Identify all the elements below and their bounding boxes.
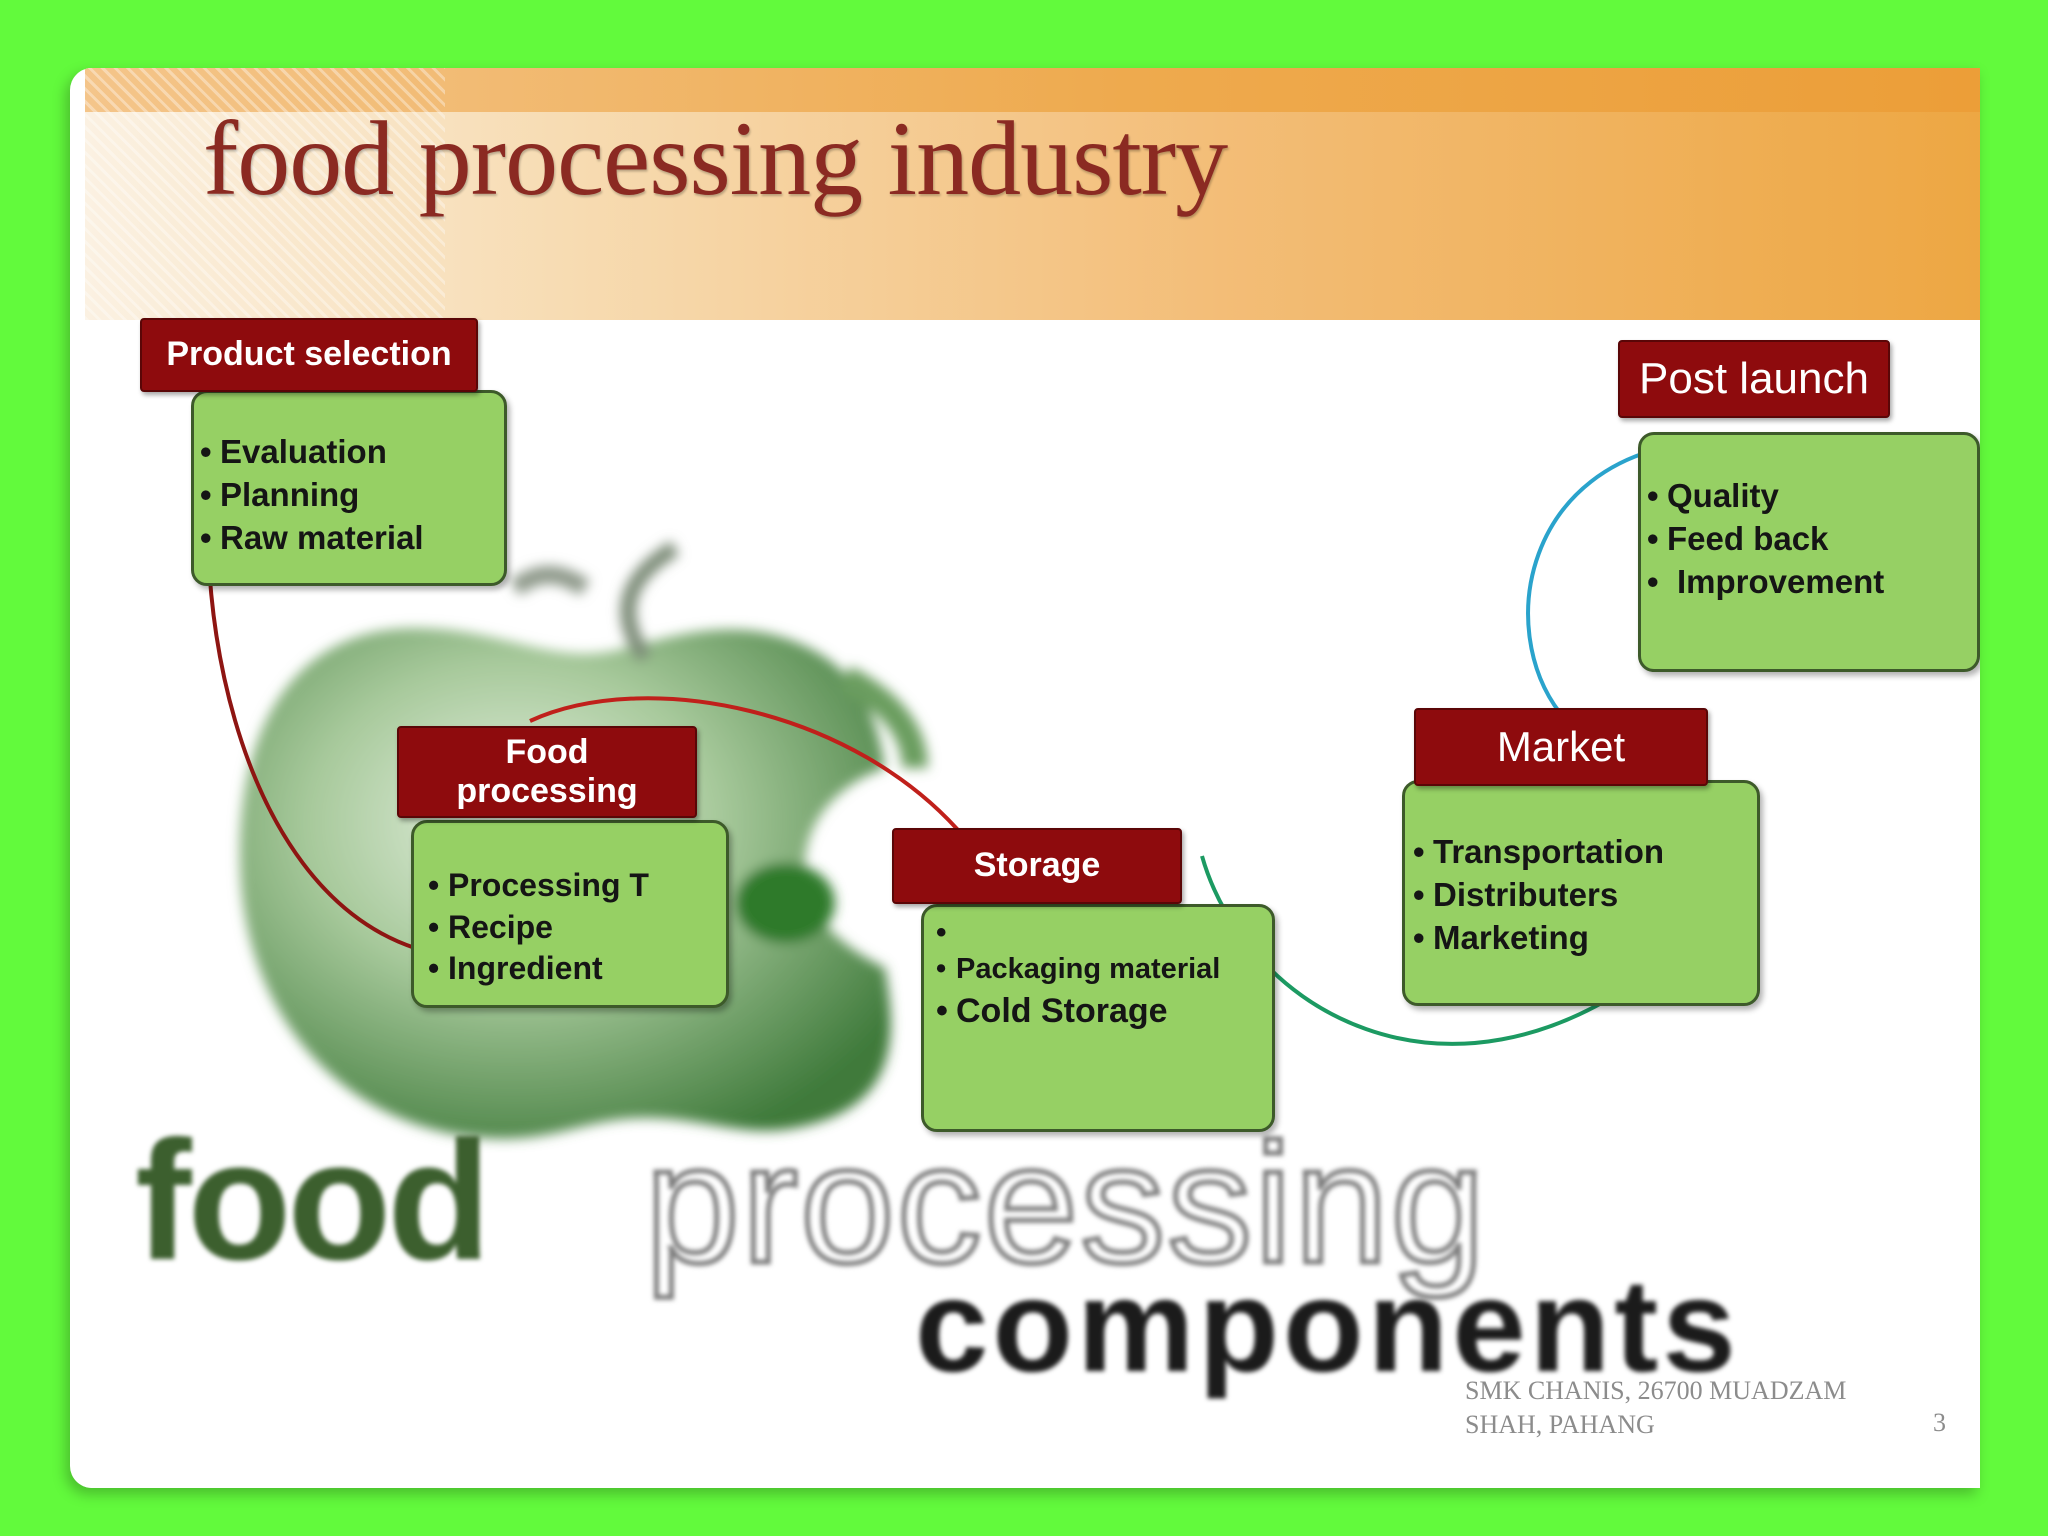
slide-title: food processing industry (203, 100, 1228, 217)
list-item (932, 913, 1272, 952)
list-item: Feed back (1643, 518, 1977, 561)
page-number: 3 (1933, 1408, 1946, 1437)
arc-food-to-storage (529, 696, 967, 840)
list-item: Quality (1643, 475, 1977, 518)
list-item: Improvement (1643, 561, 1977, 604)
market-box: Transportation Distributers Marketing (1402, 780, 1760, 1006)
list-item: Processing T (424, 865, 726, 907)
arc-market-to-postlaunch (1526, 441, 1691, 715)
storage-box: Packaging material Cold Storage (921, 904, 1275, 1132)
food-processing-box: Processing T Recipe Ingredient (411, 820, 729, 1008)
list-item: Marketing (1409, 917, 1757, 960)
list-item: Distributers (1409, 874, 1757, 917)
food-processing-label: Food processing (397, 726, 697, 818)
list-item: Ingredient (424, 948, 726, 990)
list-item: Cold Storage (932, 989, 1272, 1033)
list-item: Evaluation (196, 431, 504, 474)
list-item: Planning (196, 474, 504, 517)
storage-label: Storage (892, 828, 1182, 904)
list-item: Raw material (196, 517, 504, 560)
list-item: Recipe (424, 907, 726, 949)
product-selection-label: Product selection (140, 318, 478, 392)
watermark-processing: processing (642, 1107, 1488, 1302)
slide-content: food processing industry food processing… (85, 68, 1980, 1488)
post-launch-box: Quality Feed back Improvement (1638, 432, 1980, 672)
slide: food processing industry food processing… (70, 68, 1980, 1488)
watermark-food: food (135, 1106, 491, 1296)
market-label: Market (1414, 708, 1708, 786)
header-band (85, 68, 1980, 320)
footer-school-address: SMK CHANIS, 26700 MUADZAM SHAH, PAHANG (1465, 1376, 1847, 1439)
post-launch-label: Post launch (1618, 340, 1890, 418)
watermark-components: components (915, 1252, 1740, 1399)
list-item: Packaging material (932, 951, 1272, 989)
list-item: Transportation (1409, 831, 1757, 874)
product-selection-box: Evaluation Planning Raw material (191, 390, 507, 586)
